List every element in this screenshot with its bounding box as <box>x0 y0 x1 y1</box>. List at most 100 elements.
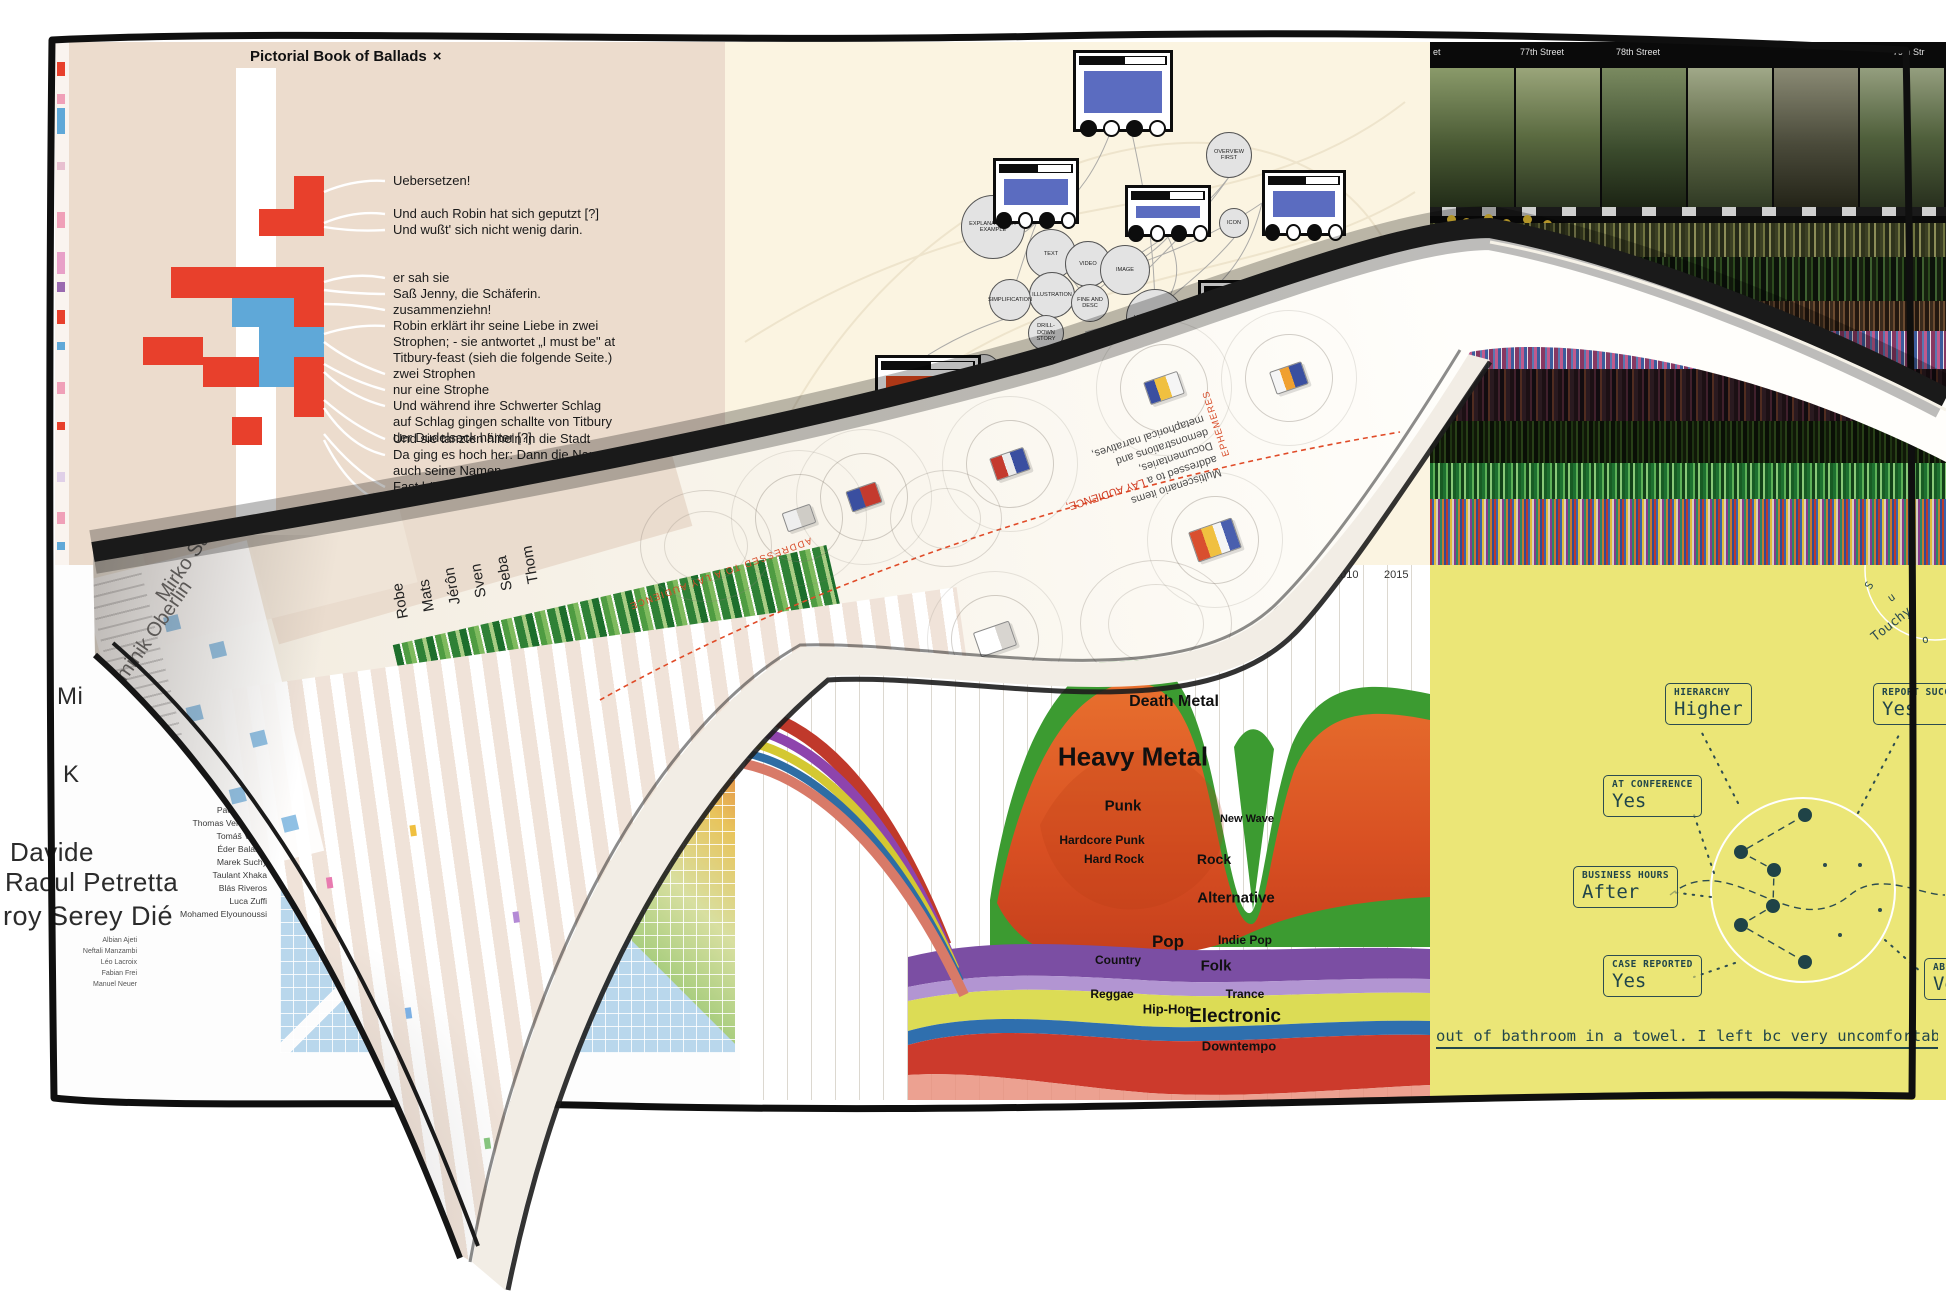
annotation-text: Robin erklärt ihr seine Liebe in zwei St… <box>393 318 616 366</box>
book-item <box>1188 517 1242 562</box>
card-content <box>1084 71 1162 113</box>
survey-box-abuse: ABUS Ve <box>1924 958 1946 1000</box>
year-label: 2010 <box>1334 569 1359 581</box>
survey-box-report: REPORT SUCCE Yes <box>1873 683 1946 725</box>
tick-mark <box>57 162 65 170</box>
survey-box-hierarchy: HIERARCHY Higher <box>1665 683 1752 725</box>
player-name-small: Manuel Neuer <box>93 981 137 988</box>
box-label: AT CONFERENCE <box>1612 779 1693 790</box>
tick-mark <box>57 422 65 430</box>
player-name-small: Léo Lacroix <box>100 959 137 966</box>
genre-label: Alternative <box>1197 889 1275 907</box>
annotation-text: Und sie tanzten hinein in die Stadt <box>393 431 591 446</box>
wireframe-card <box>993 158 1079 229</box>
verse-block <box>294 387 324 417</box>
verse-block <box>259 209 324 236</box>
panel-survey: HIERARCHY Higher REPORT SUCCE Yes AT CON… <box>1430 565 1946 1100</box>
concept-node: SIMPLIFICATION <box>988 279 1032 321</box>
ballads-title: Pictorial Book of Ballads × <box>250 48 441 65</box>
tick-mark <box>57 472 65 482</box>
annotation-text: nur eine Strophe <box>393 382 490 397</box>
street-label: et <box>1433 47 1441 57</box>
verse-block <box>259 357 294 387</box>
survey-glyph <box>1669 565 1946 983</box>
tick-mark <box>57 94 65 104</box>
tick-mark <box>57 212 65 228</box>
ballads-tick-strip <box>55 42 69 565</box>
bar-mark <box>759 1159 766 1171</box>
survey-box-hours: BUSINESS HOURS After <box>1573 866 1679 908</box>
book-item <box>1269 361 1309 395</box>
genre-label: Folk <box>1200 957 1232 975</box>
tick-mark <box>57 512 65 524</box>
bar-mark <box>643 1196 650 1208</box>
street-label: 78th Street <box>1616 47 1661 57</box>
genre-label: Rock <box>1196 851 1232 867</box>
player-name-large: Davide <box>10 837 94 867</box>
box-label: HIERARCHY <box>1674 687 1730 698</box>
box-label: REPORT SUCCE <box>1882 687 1946 698</box>
genre-label: Hip-Hop <box>1142 1001 1194 1017</box>
player-name: Thomas Vermaelen <box>192 817 267 828</box>
genre-label: Country <box>1095 953 1141 967</box>
player-name-large: Mi <box>57 683 84 710</box>
box-value: Ve <box>1933 973 1946 995</box>
street-photo <box>1516 68 1600 207</box>
bar-mark <box>525 1213 532 1225</box>
genre-label: Downtempo <box>1201 1038 1277 1054</box>
annotation-text: Uebersetzen! <box>393 173 471 188</box>
book-item <box>973 621 1017 658</box>
genre-label: Pop <box>1151 932 1185 951</box>
concept-node: ILLUSTRATION <box>1029 272 1075 318</box>
survey-quote-text: out of bathroom in a towel. I left bc ve… <box>1436 1027 1938 1049</box>
bar-mark <box>668 1152 675 1164</box>
genre-label: Hard Rock <box>1083 852 1145 866</box>
genre-label: Trance <box>1225 987 1265 1001</box>
survey-box-case: CASE REPORTED Yes <box>1603 955 1702 997</box>
player-name-large: roy Serey Dié <box>3 901 174 931</box>
book-item <box>1143 371 1185 405</box>
tick-mark <box>57 282 65 292</box>
street-photo <box>1430 68 1514 207</box>
genre-label: Punk <box>1104 797 1142 815</box>
verse-block <box>294 357 324 387</box>
verse-block <box>171 267 294 298</box>
close-icon[interactable]: × <box>432 48 442 65</box>
box-value: Higher <box>1674 698 1743 720</box>
year-label: 2015 <box>1384 569 1409 581</box>
tick-mark <box>57 382 65 394</box>
verse-block <box>143 337 203 365</box>
box-label: BUSINESS HOURS <box>1582 870 1670 881</box>
tick-mark <box>57 252 65 274</box>
annotation-text: Und wußt' sich nicht wenig darin. <box>393 222 583 237</box>
verse-block <box>203 357 259 387</box>
box-value: Yes <box>1612 790 1647 812</box>
concept-node: ICON <box>1219 208 1249 238</box>
concept-node: DRILL-DOWN STORY <box>1028 315 1064 351</box>
box-value: Yes <box>1612 970 1647 992</box>
ballads-title-text: Pictorial Book of Ballads <box>250 48 427 65</box>
genre-label: Heavy Metal <box>1057 741 1209 772</box>
street-photo <box>1688 68 1772 207</box>
slitscan-band <box>1430 463 1946 499</box>
genre-label: Reggae <box>1090 987 1134 1001</box>
bar-mark <box>881 1162 888 1174</box>
box-label: CASE REPORTED <box>1612 959 1693 970</box>
box-value: Yes <box>1882 698 1917 720</box>
concept-node: IMAGE <box>1100 245 1150 295</box>
annotation-text: Saß Jenny, die Schäferin. <box>393 286 541 301</box>
verse-block <box>294 298 324 327</box>
box-label: ABUS <box>1933 962 1946 973</box>
wireframe-card <box>1125 185 1211 242</box>
photo-caption-strip <box>1430 207 1946 216</box>
annotation-text: zwei Strophen <box>393 366 476 381</box>
tick-mark <box>57 310 65 324</box>
verse-block <box>294 327 324 357</box>
genre-label: New Wave <box>1219 813 1275 825</box>
street-label: 79th Str <box>1893 47 1925 57</box>
street-label: 77th Street <box>1520 47 1565 57</box>
verse-block <box>294 176 324 209</box>
annotation-text: Und auch Robin hat sich geputzt [?] <box>393 206 599 221</box>
bar-mark <box>905 1119 912 1131</box>
